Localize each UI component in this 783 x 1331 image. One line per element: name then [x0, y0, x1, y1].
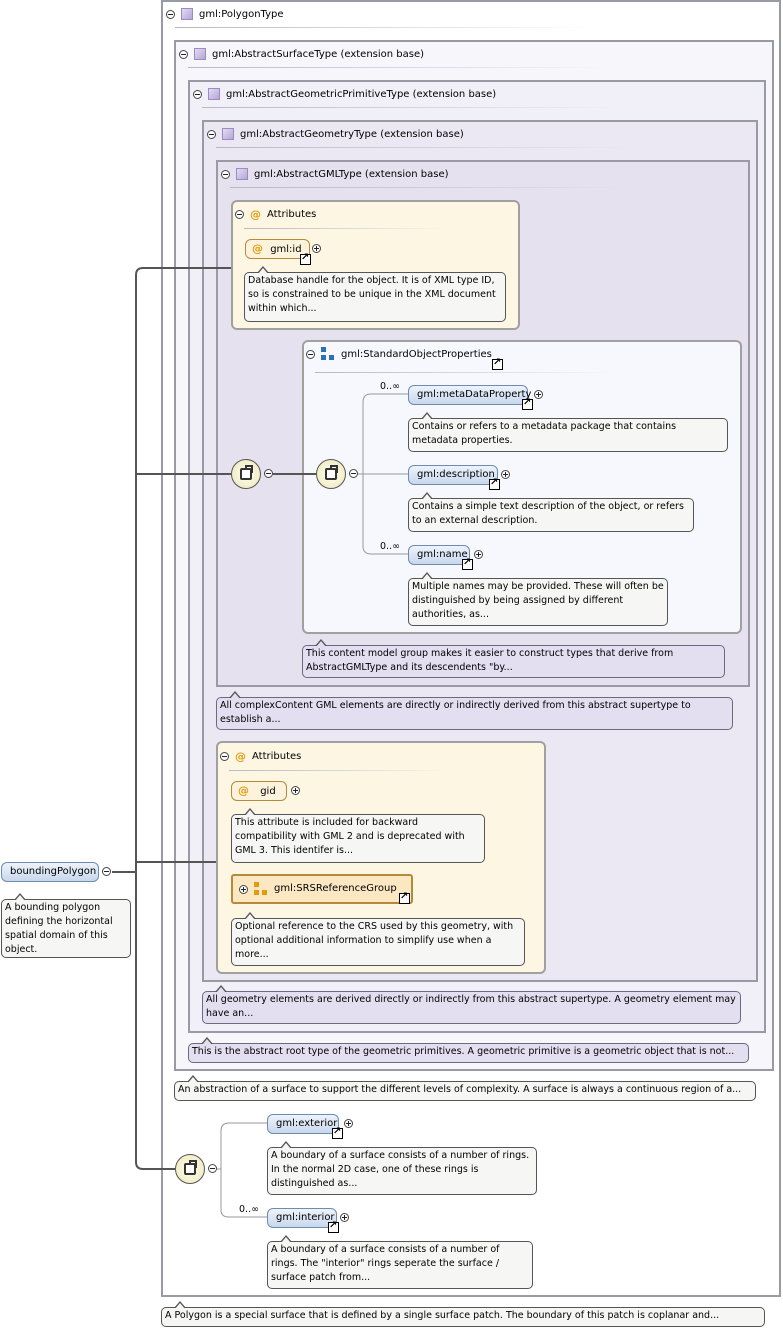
polygon-type-description: A Polygon is a special surface that is d…	[161, 1301, 765, 1327]
abstract-gml-type-description: All complexContent GML elements are dire…	[216, 691, 733, 730]
geometry-attributes-label: Attributes	[252, 750, 302, 762]
link-icon[interactable]	[332, 1126, 343, 1139]
element-exterior-description: A boundary of a surface consists of a nu…	[267, 1141, 537, 1195]
standard-object-properties-label: gml:StandardObjectProperties	[341, 348, 492, 360]
sequence-icon	[231, 459, 261, 489]
polygon-type-header: gml:PolygonType	[166, 4, 284, 24]
link-icon[interactable]	[489, 477, 500, 490]
attribute-gml-id-label: gml:id	[270, 244, 302, 255]
abstract-geometry-type-description: All geometry elements are derived direct…	[202, 985, 741, 1024]
standard-object-properties-header: gml:StandardObjectProperties	[306, 344, 492, 364]
element-metadataproperty-description: Contains or refers to a metadata package…	[408, 412, 728, 452]
link-icon[interactable]	[522, 397, 533, 410]
abstract-gml-type-label: gml:AbstractGMLType (extension base)	[254, 168, 449, 180]
abstract-geometric-primitive-type-label: gml:AbstractGeometricPrimitiveType (exte…	[226, 88, 497, 100]
element-name-label: gml:name	[417, 549, 468, 560]
collapse-toggle[interactable]	[179, 49, 188, 59]
complex-type-icon	[194, 48, 206, 60]
abstract-surface-type-description: An abstraction of a surface to support t…	[174, 1075, 756, 1101]
element-name[interactable]: gml:name	[408, 545, 470, 565]
expand-toggle[interactable]	[239, 884, 248, 894]
expand-toggle[interactable]	[534, 390, 543, 399]
expand-toggle[interactable]	[291, 786, 300, 795]
attribute-gml-id[interactable]: @ gml:id	[245, 239, 310, 259]
sequence-icon	[316, 459, 346, 489]
attribute-gid-label: gid	[260, 786, 276, 797]
link-icon[interactable]	[328, 1220, 339, 1233]
abstract-geometry-type-label: gml:AbstractGeometryType (extension base…	[240, 128, 464, 140]
geometry-attributes-header: @ Attributes	[220, 746, 301, 766]
element-metadataproperty[interactable]: gml:metaDataProperty	[408, 385, 532, 405]
attribute-group-srsreferencegroup-label: gml:SRSReferenceGroup	[274, 883, 397, 894]
link-icon[interactable]	[492, 357, 503, 370]
standard-object-properties-description: This content model group makes it easier…	[302, 639, 725, 678]
expand-toggle[interactable]	[474, 550, 483, 559]
collapse-toggle[interactable]	[264, 469, 273, 478]
element-exterior-label: gml:exterior	[276, 1118, 338, 1129]
occurrence-label: 0..∞	[380, 381, 400, 392]
attribute-gid-description: This attribute is included for backward …	[231, 808, 485, 863]
element-interior-description: A boundary of a surface consists of a nu…	[267, 1235, 533, 1289]
attribute-group-srsreferencegroup[interactable]: gml:SRSReferenceGroup	[231, 874, 413, 904]
expand-toggle[interactable]	[501, 470, 510, 479]
collapse-toggle[interactable]	[221, 169, 230, 179]
link-icon[interactable]	[399, 891, 410, 904]
element-boundingpolygon-description: A bounding polygon defining the horizont…	[1, 893, 131, 958]
complex-type-icon	[236, 168, 248, 180]
sequence-icon	[175, 1154, 205, 1184]
element-metadataproperty-label: gml:metaDataProperty	[417, 389, 532, 400]
polygon-type-label: gml:PolygonType	[199, 8, 284, 20]
abstract-geometry-type-header: gml:AbstractGeometryType (extension base…	[207, 124, 464, 144]
occurrence-label: 0..∞	[239, 1204, 259, 1215]
collapse-toggle[interactable]	[166, 9, 175, 19]
element-interior-label: gml:interior	[276, 1212, 335, 1223]
collapse-toggle[interactable]	[207, 129, 216, 139]
link-icon[interactable]	[462, 557, 473, 570]
link-icon[interactable]	[300, 252, 311, 265]
attribute-group-icon	[254, 882, 268, 896]
element-description-description: Contains a simple text description of th…	[408, 492, 694, 532]
gml-attributes-header: @ Attributes	[235, 204, 316, 224]
attribute-icon: @	[235, 749, 246, 763]
attribute-icon: @	[250, 207, 261, 221]
collapse-toggle[interactable]	[102, 867, 111, 876]
abstract-surface-type-label: gml:AbstractSurfaceType (extension base)	[212, 48, 425, 60]
attribute-icon: @	[238, 784, 249, 797]
attribute-gid[interactable]: @ gid	[231, 781, 287, 801]
collapse-toggle[interactable]	[306, 349, 315, 359]
abstract-surface-type-header: gml:AbstractSurfaceType (extension base)	[179, 44, 424, 64]
complex-type-icon	[181, 8, 193, 20]
group-icon	[321, 347, 335, 361]
attribute-gml-id-description: Database handle for the object. It is of…	[244, 266, 506, 322]
expand-toggle[interactable]	[340, 1213, 349, 1222]
collapse-toggle[interactable]	[193, 89, 202, 99]
abstract-gml-type-header: gml:AbstractGMLType (extension base)	[221, 164, 449, 184]
collapse-toggle[interactable]	[235, 209, 244, 219]
collapse-toggle[interactable]	[220, 751, 229, 761]
expand-toggle[interactable]	[312, 244, 321, 253]
attribute-icon: @	[252, 242, 263, 255]
element-name-description: Multiple names may be provided. These wi…	[408, 572, 668, 626]
collapse-toggle[interactable]	[349, 469, 358, 478]
collapse-toggle[interactable]	[208, 1164, 217, 1173]
element-description[interactable]: gml:description	[408, 465, 498, 485]
gml-attributes-label: Attributes	[267, 208, 317, 220]
abstract-geometric-primitive-type-header: gml:AbstractGeometricPrimitiveType (exte…	[193, 84, 496, 104]
element-interior[interactable]: gml:interior	[267, 1208, 337, 1228]
expand-toggle[interactable]	[344, 1119, 353, 1128]
element-description-label: gml:description	[417, 469, 495, 480]
abstract-geometric-primitive-type-description: This is the abstract root type of the ge…	[188, 1037, 749, 1063]
element-boundingpolygon[interactable]: boundingPolygon	[1, 862, 99, 882]
complex-type-icon	[222, 128, 234, 140]
element-exterior[interactable]: gml:exterior	[267, 1114, 339, 1134]
occurrence-label: 0..∞	[380, 541, 400, 552]
complex-type-icon	[208, 88, 220, 100]
element-boundingpolygon-label: boundingPolygon	[10, 866, 97, 877]
attribute-group-srsreferencegroup-description: Optional reference to the CRS used by th…	[231, 912, 525, 966]
